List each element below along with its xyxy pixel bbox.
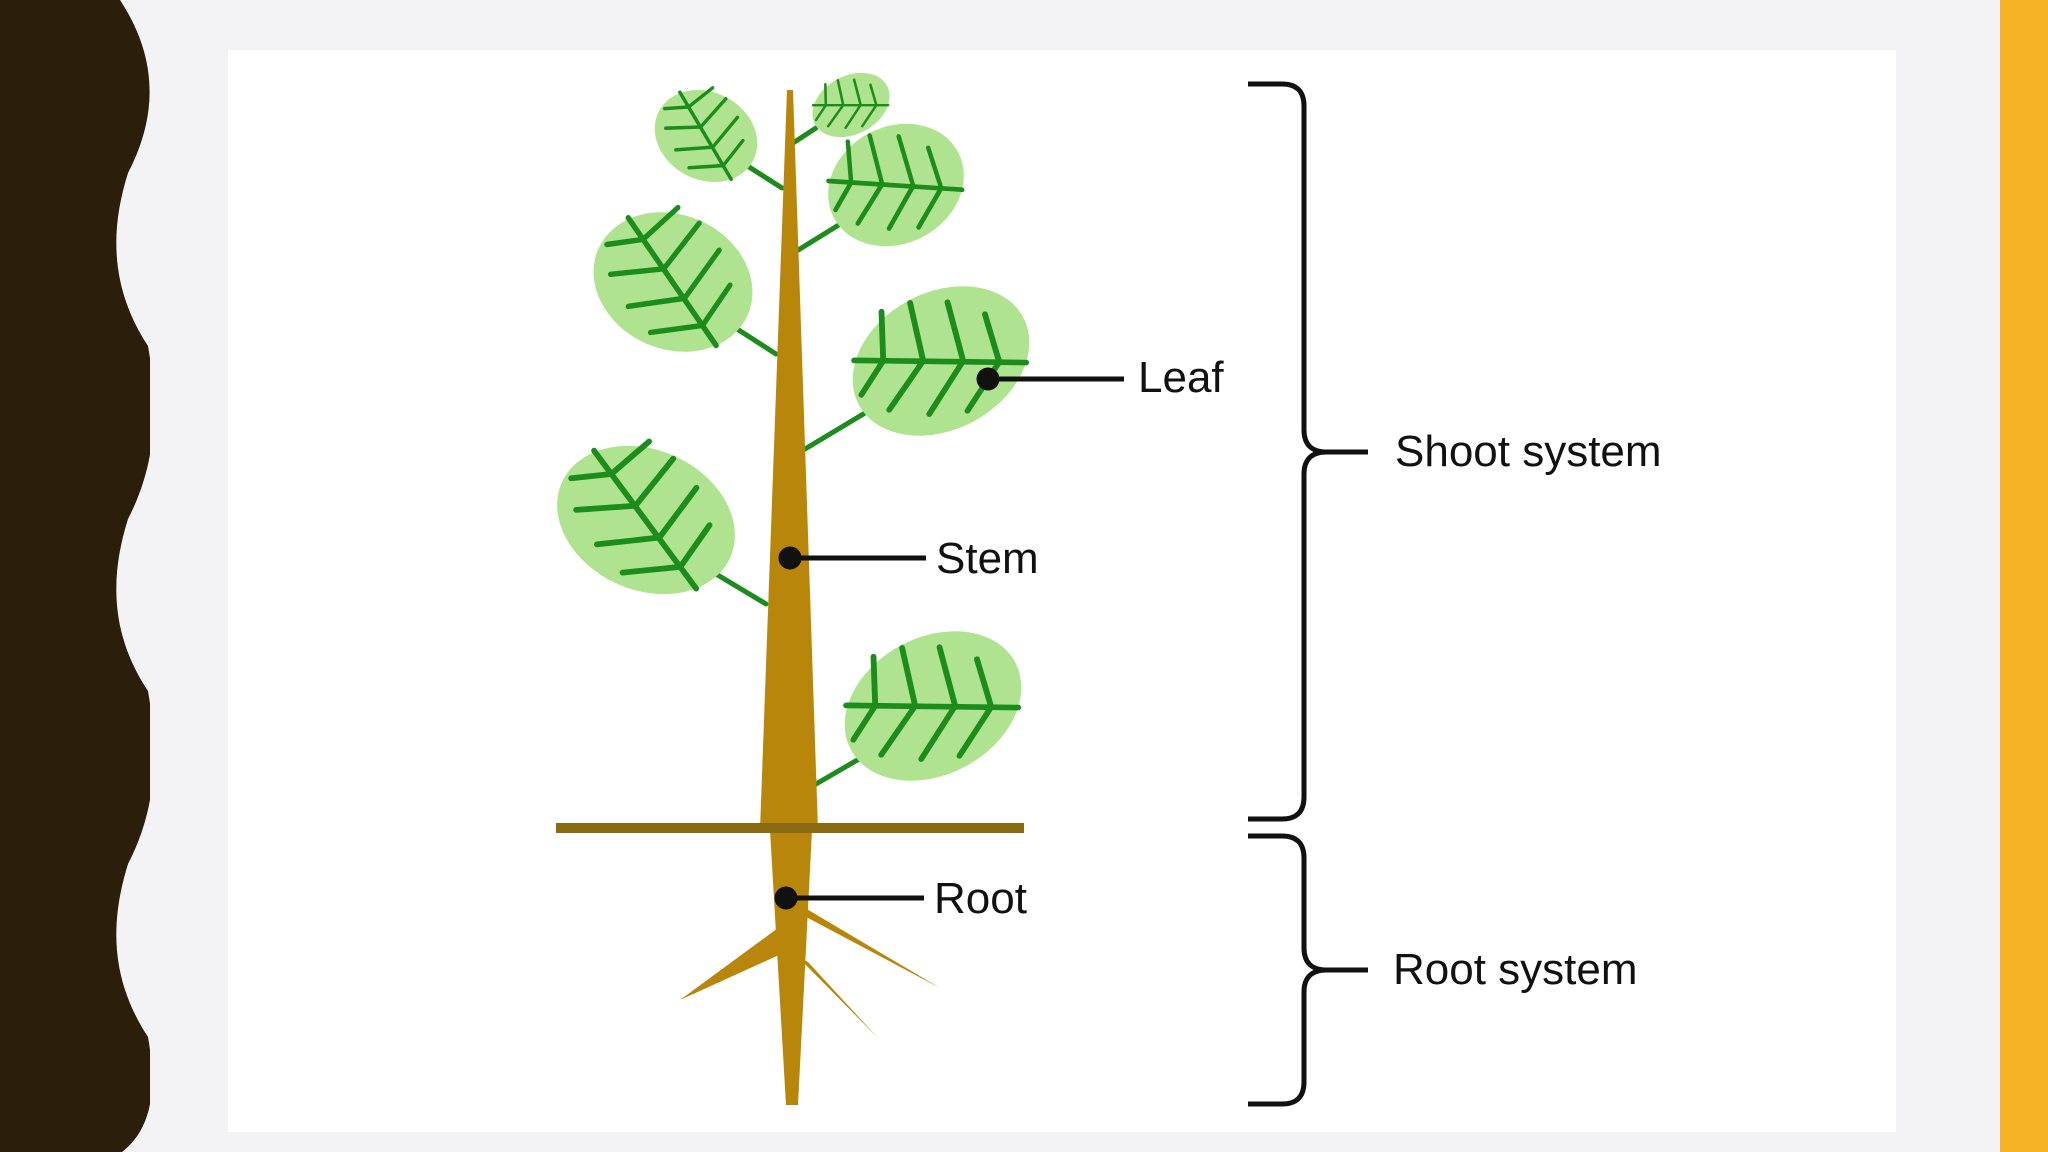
leaf-middle-left [533,416,760,622]
callouts [774,367,1124,910]
ground-line [556,823,1024,833]
stem-label: Stem [936,534,1039,583]
leaf-upper-left [571,185,776,377]
leaf-label: Leaf [1138,353,1224,402]
root-label: Root [934,874,1027,923]
leaf-middle-right [825,254,1055,465]
root-system-label: Root system [1393,945,1638,994]
shoot-system-brace [1248,81,1368,822]
stem-shape [760,90,818,830]
root-system-brace [1248,833,1368,1107]
diagram-card [228,50,1896,1132]
accent-bar [2000,0,2048,1152]
leaf-top-left-small [636,68,777,202]
roots [680,830,940,1105]
shoot-system-label: Shoot system [1395,427,1662,476]
leaf-lower-right [817,599,1047,810]
wavy-left-band [0,0,150,1152]
